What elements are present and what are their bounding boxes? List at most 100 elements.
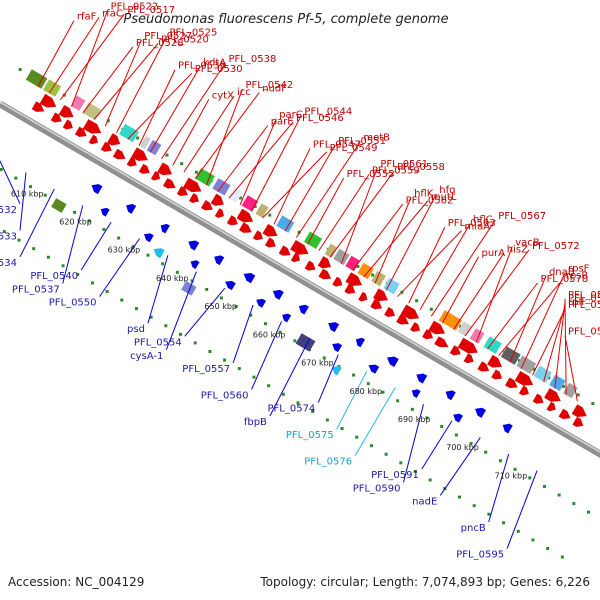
gene-label: PFL_0534: [0, 258, 17, 269]
reverse-gene-arrow-shape: [453, 413, 463, 423]
reverse-gene-arrow-shape: [475, 407, 486, 418]
forward-gene-arrow: [505, 377, 518, 389]
scale-tick-label: 640 kbp: [156, 274, 189, 283]
track-dot: [487, 512, 491, 516]
track-dot: [165, 153, 169, 157]
track-dot: [136, 136, 140, 140]
gene-label: pncB: [461, 523, 486, 534]
track-dot: [355, 435, 359, 439]
forward-gene-arrow-shape: [226, 215, 238, 226]
label-connector: [421, 420, 453, 470]
gene-block-rect: [549, 374, 566, 392]
forward-gene-arrow: [396, 314, 409, 325]
forward-gene-arrow: [290, 240, 309, 255]
track-dot: [193, 341, 197, 345]
track-dot: [17, 238, 21, 242]
highlight-gene-arrow: [332, 365, 342, 376]
gene-block-rect: [357, 262, 374, 280]
forward-gene-arrow: [214, 208, 225, 218]
forward-gene-arrow-shape: [278, 245, 291, 256]
track-dot: [469, 442, 473, 446]
forward-gene-arrow-shape: [188, 193, 199, 203]
gene-block: [563, 382, 578, 399]
gene-label: purA: [482, 248, 506, 259]
highlight-gene-arrow-shape: [153, 248, 165, 259]
forward-gene-arrow-shape: [107, 133, 121, 146]
scale-tick-label: 690 kbp: [398, 415, 431, 424]
track-dot: [296, 401, 300, 405]
forward-gene-arrow: [236, 208, 254, 223]
gene-label: cysA-1: [130, 351, 163, 362]
track-dot: [322, 356, 326, 360]
forward-gene-arrow: [518, 385, 529, 396]
track-dot: [175, 270, 179, 274]
reverse-gene-block: [51, 198, 67, 213]
track-dot: [237, 367, 241, 371]
forward-gene-arrow-shape: [318, 268, 332, 280]
forward-gene-arrow-shape: [157, 162, 173, 176]
forward-gene-arrow-shape: [434, 336, 449, 348]
forward-gene-arrow-shape: [201, 200, 213, 211]
gene-label: psd: [127, 324, 145, 335]
track-dot: [149, 315, 153, 319]
backbone: [0, 100, 600, 459]
gene-block-rect: [241, 195, 259, 212]
track-dot: [61, 264, 65, 268]
gene-block: [457, 321, 473, 337]
forward-gene-arrow-shape: [264, 237, 276, 248]
gene-label: rplI: [568, 297, 584, 308]
reverse-gene-arrow: [126, 203, 137, 214]
forward-gene-arrow-shape: [345, 272, 363, 286]
label-connector: [251, 321, 282, 390]
gene-block-rect: [276, 215, 295, 233]
forward-gene-arrow: [188, 193, 199, 203]
track-dot: [293, 339, 297, 343]
track-dot: [516, 529, 520, 533]
forward-gene-arrow: [264, 237, 276, 248]
reverse-gene-arrow: [332, 343, 343, 353]
label-connector: [475, 246, 513, 343]
label-connector: [509, 275, 547, 363]
track-dot: [43, 193, 47, 197]
map-title: Pseudomonas fluorescens Pf-5, complete g…: [123, 12, 448, 27]
label-connector: [161, 62, 226, 160]
gene-label: PFL_0562: [406, 195, 454, 206]
forward-gene-arrow-shape: [572, 416, 584, 427]
reverse-gene-arrow: [214, 255, 225, 266]
feature-tracks: [25, 69, 587, 434]
gene-label: PFL_0532: [0, 205, 17, 216]
reverse-gene-arrow-shape: [214, 255, 225, 266]
gene-block: [241, 195, 259, 212]
label-connector: [284, 144, 336, 232]
forward-gene-arrow: [428, 320, 445, 335]
reverse-gene-arrow-shape: [445, 390, 456, 401]
gene-block-rect: [25, 69, 48, 89]
forward-gene-arrow: [74, 126, 87, 137]
reverse-gene-block: [181, 280, 197, 296]
forward-gene-arrow: [50, 112, 62, 123]
gene-label: PFL_0572: [532, 241, 580, 252]
forward-gene-arrow-shape: [131, 147, 148, 161]
scale-tick-label: 710 kbp: [495, 471, 528, 480]
gene-block: [549, 374, 566, 392]
gene-label: vacB: [515, 237, 540, 248]
forward-gene-arrow-shape: [505, 377, 518, 389]
track-dot: [513, 467, 517, 471]
forward-gene-arrow: [210, 193, 224, 206]
gene-label: PFL_0563: [448, 218, 496, 229]
reverse-gene-arrow: [272, 289, 284, 300]
forward-gene-arrow-shape: [50, 112, 62, 123]
gene-block-rect: [533, 365, 552, 384]
forward-gene-arrow-shape: [358, 291, 368, 302]
forward-gene-arrow: [477, 361, 490, 372]
forward-gene-arrow: [332, 276, 343, 287]
reverse-gene-block-rect: [181, 280, 197, 296]
label-connector: [82, 46, 134, 114]
track-dot: [117, 236, 121, 240]
reverse-gene-arrow-shape: [91, 184, 103, 195]
forward-gene-arrow: [183, 177, 202, 193]
track-dot: [134, 307, 138, 311]
gene-block-rect: [345, 255, 361, 272]
label-connector: [385, 193, 437, 291]
